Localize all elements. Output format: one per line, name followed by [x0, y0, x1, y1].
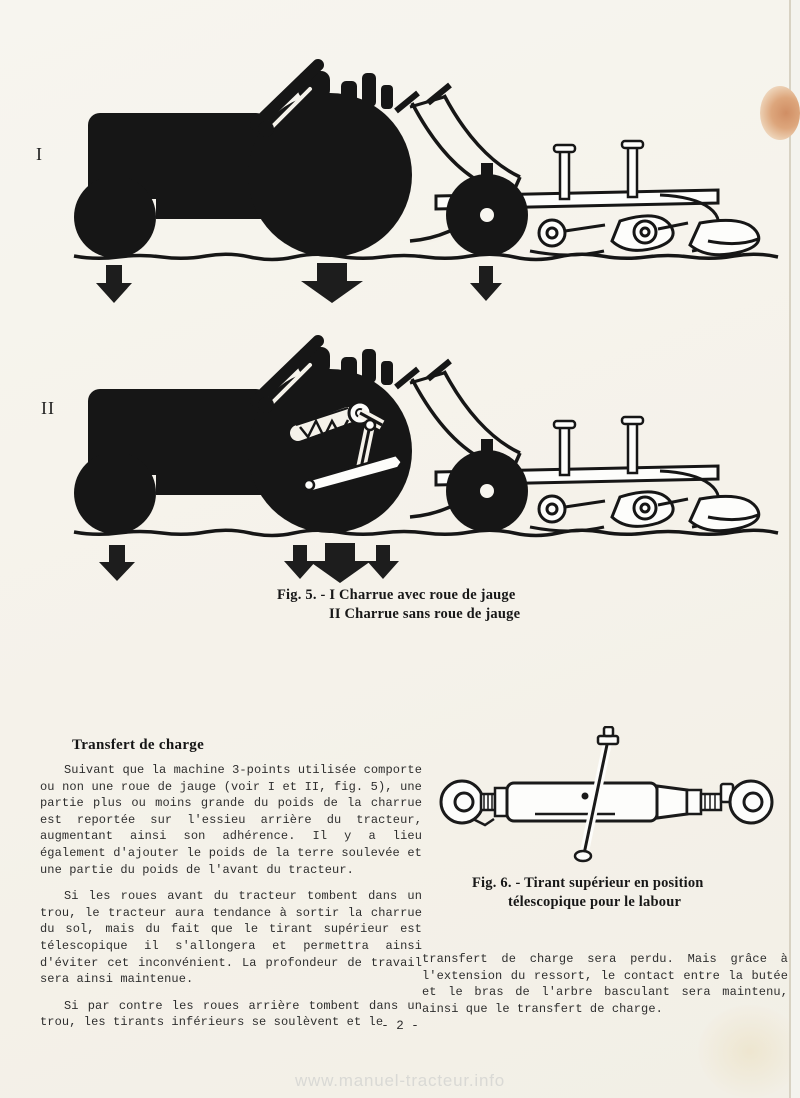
turnbuckle-body [479, 781, 735, 823]
figure5-caption: Fig. 5. - I Charrue avec roue de jauge I… [277, 586, 520, 624]
body-paragraph-1: Suivant que la machine 3-points utilisée… [40, 763, 422, 877]
page-edge [789, 0, 800, 1098]
load-arrow-rear [301, 263, 363, 303]
figure6-caption-line1: Fig. 6. - Tirant supérieur en position [472, 875, 704, 891]
load-arrow-front [99, 545, 135, 581]
figure5-illustration-I [60, 45, 780, 303]
body-paragraph-2: Si les roues avant du tracteur tombent d… [40, 889, 422, 987]
ball-joint-right [728, 779, 774, 825]
figure5-caption-line1: Fig. 5. - I Charrue avec roue de jauge [277, 587, 516, 603]
roman-numeral-I-label: I [36, 144, 43, 164]
watermark: www.manuel-tracteur.info [294, 1071, 506, 1090]
section-heading: Transfert de charge [72, 737, 205, 753]
figure6-illustration [439, 726, 774, 863]
load-arrow-gauge-wheel [470, 266, 502, 301]
page-number: - 2 - [381, 1019, 419, 1033]
figure5-illustration-II [60, 321, 780, 583]
right-column-paragraph: transfert de charge sera perdu. Mais grâ… [422, 952, 788, 1016]
load-arrow-rear-left [284, 545, 316, 579]
right-column: transfert de charge sera perdu. Mais grâ… [422, 951, 788, 1027]
figure5-caption-line2: II Charrue sans roue de jauge [329, 606, 521, 622]
paper-stain-bottom [698, 1005, 800, 1098]
load-arrow-front [96, 265, 132, 303]
figure6-caption: Fig. 6. - Tirant supérieur en position t… [472, 874, 704, 912]
linkage-overlay [290, 400, 404, 494]
body-paragraph-3: Si par contre les roues arrière tombent … [40, 998, 422, 1030]
load-arrow-rear-main [309, 543, 371, 583]
locking-rod [573, 726, 620, 863]
ball-joint-left [439, 779, 495, 827]
left-column: Suivant que la machine 3-points utilisée… [40, 762, 422, 1041]
figure6-caption-line2: télescopique pour le labour [508, 894, 682, 910]
load-arrow-rear-right [367, 545, 399, 579]
roman-numeral-II-label: II [41, 398, 55, 418]
paper-stain-right [760, 86, 800, 140]
top-link-drawing [439, 726, 774, 863]
